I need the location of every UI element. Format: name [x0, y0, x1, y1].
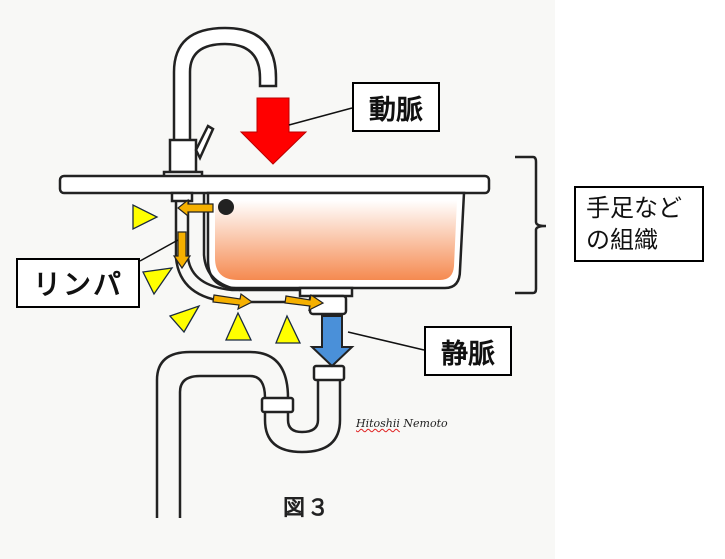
- edema-triangles: [132, 203, 302, 344]
- lymph-leader-line: [139, 239, 179, 262]
- artery-leader-line: [288, 107, 353, 126]
- figure-caption: 図３: [283, 496, 332, 521]
- triangle: [275, 314, 302, 344]
- vein-leader-line: [347, 331, 425, 351]
- overflow-dot: [218, 199, 234, 215]
- signature-last-name: Nemoto: [403, 417, 448, 430]
- drain-trap: [155, 350, 346, 518]
- tissue-label-line2: の組織: [586, 226, 658, 254]
- triangle: [168, 304, 201, 334]
- lymph-arrow-right-1: [212, 292, 254, 311]
- countertop: [58, 174, 491, 195]
- lymph-label: リンパ: [16, 258, 140, 308]
- triangle: [224, 311, 253, 341]
- triangle: [142, 267, 174, 296]
- artery-label: 動脈: [352, 82, 440, 132]
- faucet: [162, 26, 278, 179]
- lymph-arrow-left: [177, 198, 214, 218]
- lymph-arrows: [172, 198, 325, 312]
- author-signature: Hitoshii Nemoto: [356, 417, 448, 430]
- tissue-label-line1: 手足など: [586, 194, 682, 222]
- lymph-arrow-down: [172, 231, 192, 270]
- artery-arrow: [239, 97, 308, 165]
- tissue-bracket: [515, 155, 547, 295]
- basin-water: [215, 200, 457, 280]
- tissue-label: 手足など の組織: [574, 186, 704, 262]
- vein-arrow: [309, 315, 355, 368]
- triangle: [132, 203, 159, 231]
- vein-label: 静脈: [424, 326, 512, 376]
- signature-first-name: Hitoshii: [356, 417, 400, 430]
- lymph-arrow-right-2: [284, 294, 325, 312]
